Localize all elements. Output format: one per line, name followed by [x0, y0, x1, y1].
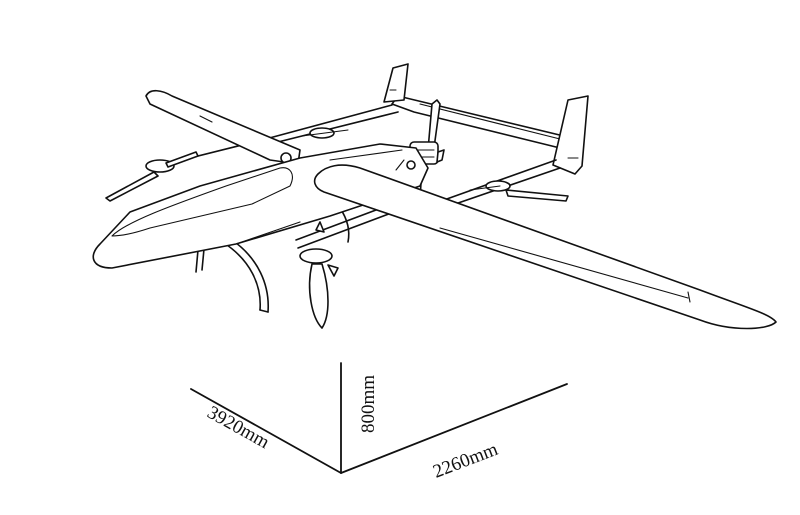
height-label: 800mm — [358, 375, 379, 433]
rear-left-rotor — [301, 127, 349, 139]
right-wing — [313, 159, 777, 330]
right-tail-fin — [552, 95, 589, 175]
left-tail-fin — [383, 63, 409, 103]
length-axis — [190, 388, 342, 474]
wingspan-axis — [340, 383, 568, 474]
dimension-axes — [190, 362, 568, 474]
left-wing — [145, 89, 301, 165]
wingspan-label: 2260mm — [430, 439, 501, 483]
front-right-rotor — [295, 197, 411, 329]
length-label: 3920mm — [204, 402, 273, 453]
rear-right-rotor — [469, 180, 569, 202]
